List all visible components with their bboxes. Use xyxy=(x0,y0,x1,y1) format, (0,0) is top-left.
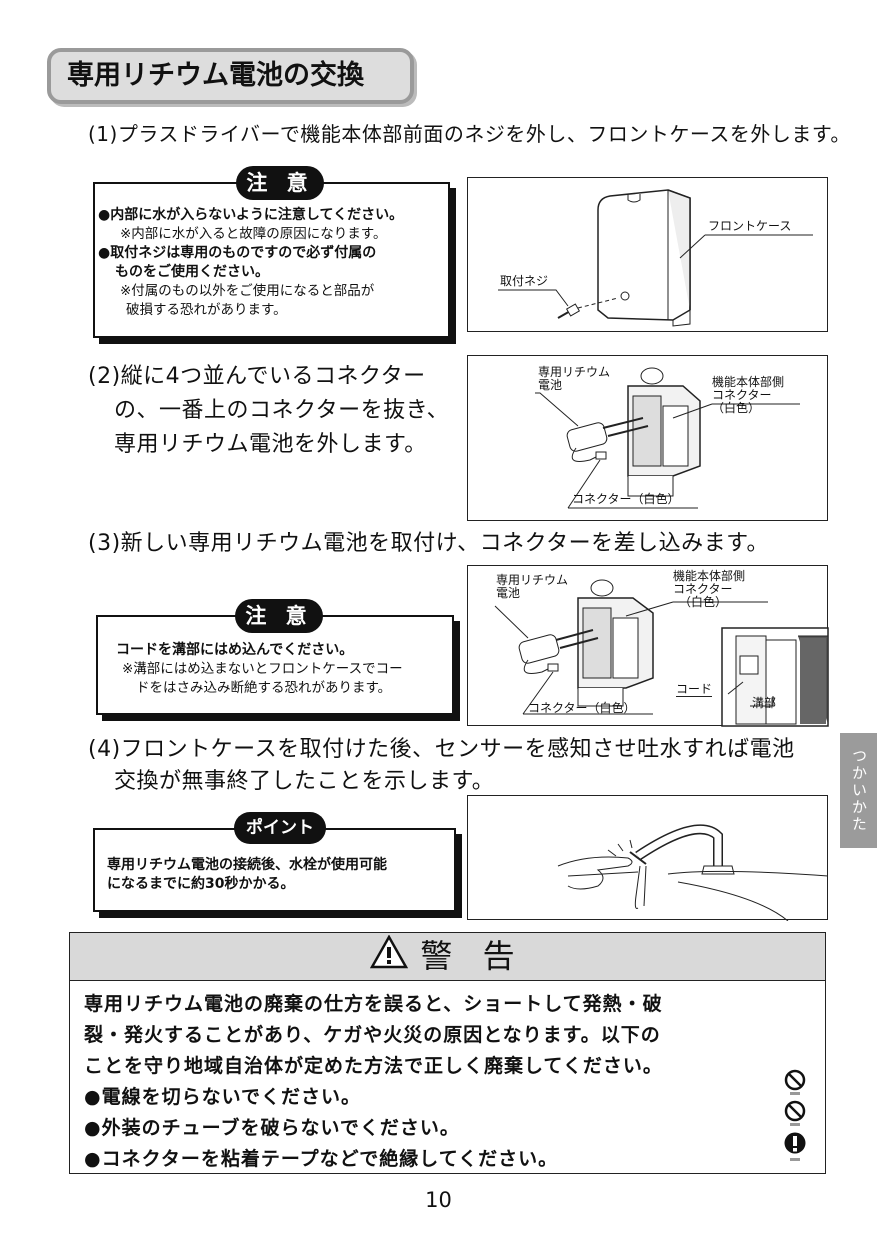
step-3-text: (3)新しい専用リチウム電池を取付け、コネクターを差し込みます。 xyxy=(88,531,769,556)
body-connector-line: コネクター xyxy=(712,388,772,402)
warning-paragraph: 専用リチウム電池の廃棄の仕方を誤ると、ショートして発熱・破 xyxy=(84,993,663,1015)
warning-bullet: ●電線を切らないでください。 xyxy=(84,1086,362,1108)
warning-bullet: ●外装のチューブを破らないでください。 xyxy=(84,1117,460,1139)
faucet-hand-illustration xyxy=(557,824,829,921)
caution-box-1: 注 意 ●内部に水が入らないように注意してください。 ※内部に水が入ると故障の原… xyxy=(93,166,450,338)
caution-note: 破損する恐れがあります。 xyxy=(126,302,287,318)
cord-groove-illustration xyxy=(494,579,829,727)
connector-label: コネクター（白色） xyxy=(528,701,636,715)
connector-label: コネクター（白色） xyxy=(572,492,680,506)
caution-line: ●内部に水が入らないように注意してください。 xyxy=(98,207,404,223)
connector-illustration xyxy=(535,367,800,509)
battery-label: 専用リチウム 電池 xyxy=(496,574,568,600)
step-2-line: の、一番上のコネクターを抜き、 xyxy=(114,398,450,423)
cord-groove-figure: 専用リチウム 電池 機能本体部側 コネクター （白色） コネクター（白色） コー… xyxy=(467,565,829,727)
warning-paragraph: ことを守り地域自治体が定めた方法で正しく廃棄してください。 xyxy=(84,1055,663,1077)
step-1-text: (1)プラスドライバーで機能本体部前面のネジを外し、フロントケースを外します。 xyxy=(88,122,851,146)
body-connector-label: 機能本体部側 コネクター （白色） xyxy=(712,376,784,415)
cord-label: コード xyxy=(676,682,713,697)
body-connector-label: 機能本体部側 コネクター （白色） xyxy=(673,570,745,609)
mandatory-icon xyxy=(780,1131,810,1167)
screw-label: 取付ネジ xyxy=(500,274,549,288)
warning-triangle-icon xyxy=(370,934,409,981)
page-number: 10 xyxy=(425,1188,452,1212)
caution-box-2: 注 意 コードを溝部にはめ込んでください。 ※溝部にはめ込まないとフロントケース… xyxy=(96,599,454,715)
step-4-line: 交換が無事終了したことを示します。 xyxy=(114,769,495,794)
point-line: 専用リチウム電池の接続後、水栓が使用可能 xyxy=(107,857,387,873)
caution-line: ●取付ネジは専用のものですので必ず付属の xyxy=(98,245,377,261)
step-2-line: (2)縦に4つ並んでいるコネクター xyxy=(88,364,426,389)
caution-note: ※溝部にはめ込まないとフロントケースでコー xyxy=(122,661,403,677)
front-case-illustration xyxy=(498,189,813,327)
caution-note: ※付属のもの以外をご使用になると部品が xyxy=(120,283,375,299)
section-tab-usage: つかいかた xyxy=(840,733,877,848)
step-4-line: (4)フロントケースを取付けた後、センサーを感知させ吐水すれば電池 xyxy=(88,737,795,762)
caution-badge: 注 意 xyxy=(236,166,324,200)
point-box: ポイント 専用リチウム電池の接続後、水栓が使用可能 になるまでに約30秒かかる。 xyxy=(93,812,456,912)
caution-badge: 注 意 xyxy=(235,599,323,633)
caution-note: ※内部に水が入ると故障の原因になります。 xyxy=(120,226,387,242)
battery-label-line: 電池 xyxy=(496,586,521,600)
prohibition-icon xyxy=(780,1100,810,1132)
warning-box: 警 告 専用リチウム電池の廃棄の仕方を誤ると、ショートして発熱・破 裂・発火する… xyxy=(69,932,826,1174)
front-case-label: フロントケース xyxy=(708,219,792,233)
front-case-figure: フロントケース 取付ネジ xyxy=(467,177,828,332)
battery-label-line: 電池 xyxy=(538,378,563,392)
step-4-text: (4)フロントケースを取付けた後、センサーを感知させ吐水すれば電池 交換が無事終… xyxy=(88,734,828,798)
step-2-line: 専用リチウム電池を外します。 xyxy=(114,432,427,457)
page-title: 専用リチウム電池の交換 xyxy=(47,48,414,104)
warning-bullet: ●コネクターを粘着テープなどで絶縁してください。 xyxy=(84,1148,559,1170)
body-connector-line: （白色） xyxy=(679,595,728,609)
body-connector-line: （白色） xyxy=(712,401,761,415)
warning-header: 警 告 xyxy=(70,933,825,981)
caution-line: コードを溝部にはめ込んでください。 xyxy=(116,642,354,658)
warning-paragraph: 裂・発火することがあり、ケガや火災の原因となります。以下の xyxy=(84,1024,661,1046)
battery-label-line: 専用リチウム xyxy=(538,365,611,379)
prohibition-icon xyxy=(780,1069,810,1101)
point-line: になるまでに約30秒かかる。 xyxy=(107,876,295,892)
point-badge: ポイント xyxy=(234,812,326,844)
step-2-text: (2)縦に4つ並んでいるコネクター の、一番上のコネクターを抜き、 専用リチウム… xyxy=(88,360,458,462)
caution-note: ドをはさみ込み断絶する恐れがあります。 xyxy=(136,680,392,696)
battery-label-line: 専用リチウム xyxy=(496,573,569,587)
battery-label: 専用リチウム 電池 xyxy=(538,366,610,392)
warning-title: 警 告 xyxy=(420,937,525,975)
caution-line: ものをご使用ください。 xyxy=(115,264,269,280)
body-connector-line: 機能本体部側 xyxy=(712,375,785,389)
groove-label: 溝部 xyxy=(752,696,777,710)
connector-figure: 専用リチウム 電池 機能本体部側 コネクター （白色） コネクター（白色） xyxy=(467,355,828,521)
body-connector-line: コネクター xyxy=(673,582,733,596)
body-connector-line: 機能本体部側 xyxy=(673,569,746,583)
faucet-sensor-figure xyxy=(467,795,829,921)
